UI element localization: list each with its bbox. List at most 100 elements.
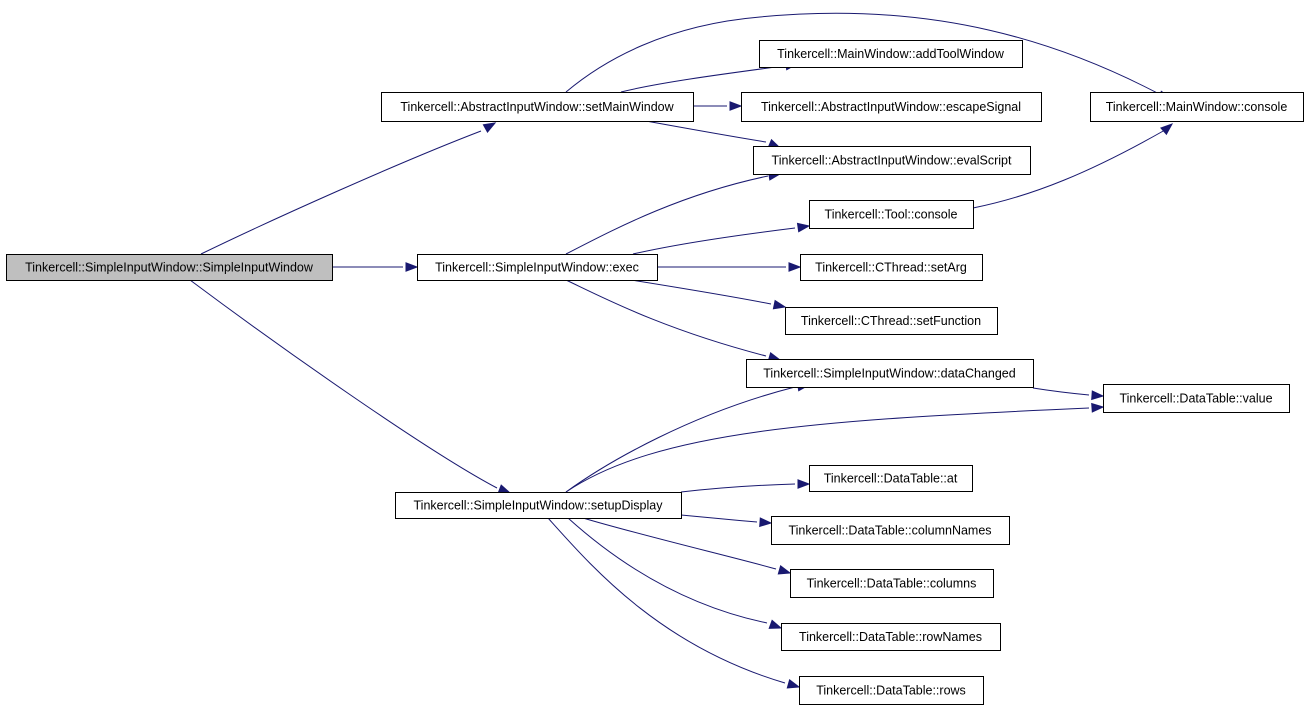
node-box [741,92,1042,122]
arrowhead [797,479,811,489]
node-label: Tinkercell::DataTable::value [1119,392,1272,406]
arrowhead [1160,123,1174,136]
node-box [785,307,998,335]
node-label: Tinkercell::MainWindow::console [1106,100,1288,114]
node-columnNames[interactable]: Tinkercell::DataTable::columnNames [771,516,1010,545]
edge-exec-to-setArg [657,262,802,272]
edge-line [565,12,1164,97]
arrowhead [729,101,743,111]
node-siw[interactable]: Tinkercell::SimpleInputWindow::SimpleInp… [6,254,333,281]
edge-setupDisplay-to-rowNames [567,517,783,629]
edge-line [680,514,758,523]
node-value[interactable]: Tinkercell::DataTable::value [1103,384,1290,413]
arrowhead [772,299,787,310]
node-columns[interactable]: Tinkercell::DataTable::columns [790,569,994,598]
node-at[interactable]: Tinkercell::DataTable::at [809,465,973,492]
edge-line [582,517,777,570]
edge-setupDisplay-to-rows [547,517,801,689]
edge-exec-to-toolConsole [632,222,811,255]
edge-setupDisplay-to-value [565,402,1105,493]
edge-toolConsole-to-mwConsole [972,123,1174,209]
edge-setupDisplay-to-columnNames [680,514,773,528]
node-label: Tinkercell::Tool::console [825,208,958,222]
node-addToolWindow[interactable]: Tinkercell::MainWindow::addToolWindow [759,40,1023,68]
edge-exec-to-setFunction [630,279,787,310]
nodes: Tinkercell::SimpleInputWindow::SimpleInp… [6,40,1304,705]
node-label: Tinkercell::CThread::setFunction [801,314,981,328]
node-box [753,146,1031,175]
node-box [746,359,1034,388]
node-box [6,254,333,281]
edge-setupDisplay-to-columns [582,517,792,575]
node-label: Tinkercell::AbstractInputWindow::evalScr… [772,154,1012,168]
node-label: Tinkercell::SimpleInputWindow::setupDisp… [414,499,664,513]
edge-line [547,517,786,684]
node-label: Tinkercell::CThread::setArg [815,261,967,275]
node-box [771,516,1010,545]
edge-line [1032,387,1090,396]
edge-line [565,279,767,357]
edge-setMainWindow-to-evalScript [645,120,782,149]
arrowhead [405,262,419,272]
node-label: Tinkercell::AbstractInputWindow::escapeS… [761,100,1021,114]
edge-setMainWindow-to-escapeSignal [693,101,743,111]
node-setArg[interactable]: Tinkercell::CThread::setArg [800,254,983,281]
node-box [1090,92,1304,122]
node-box [809,200,974,229]
edge-line [620,65,784,93]
node-box [1103,384,1290,413]
node-label: Tinkercell::DataTable::columnNames [788,524,991,538]
edge-line [565,175,769,255]
edge-setupDisplay-to-at [680,479,811,493]
node-setMainWindow[interactable]: Tinkercell::AbstractInputWindow::setMain… [381,92,694,122]
node-dataChanged[interactable]: Tinkercell::SimpleInputWindow::dataChang… [746,359,1034,388]
node-box [417,254,658,281]
edge-line [567,517,768,624]
edge-exec-to-evalScript [565,171,782,255]
edge-setupDisplay-to-dataChanged [565,381,811,493]
arrowhead [482,122,497,133]
node-escapeSignal[interactable]: Tinkercell::AbstractInputWindow::escapeS… [741,92,1042,122]
node-label: Tinkercell::SimpleInputWindow::dataChang… [763,367,1015,381]
node-box [781,623,1001,651]
node-label: Tinkercell::MainWindow::addToolWindow [777,47,1005,61]
node-box [809,465,973,492]
arrowhead [786,679,801,689]
node-label: Tinkercell::SimpleInputWindow::exec [435,261,639,275]
arrowhead [788,262,802,272]
node-rows[interactable]: Tinkercell::DataTable::rows [799,676,984,705]
node-label: Tinkercell::DataTable::rowNames [799,630,982,644]
edge-line [645,120,767,143]
node-label: Tinkercell::AbstractInputWindow::setMain… [400,100,674,114]
edge-exec-to-dataChanged [565,279,782,362]
node-label: Tinkercell::DataTable::rows [816,684,966,698]
node-evalScript[interactable]: Tinkercell::AbstractInputWindow::evalScr… [753,146,1031,175]
node-setupDisplay[interactable]: Tinkercell::SimpleInputWindow::setupDisp… [395,492,682,519]
node-label: Tinkercell::SimpleInputWindow::SimpleInp… [25,261,314,275]
edge-dataChanged-to-value [1032,387,1105,401]
edge-siw-to-exec [332,262,419,272]
edge-line [565,407,1090,493]
arrowhead [768,619,783,629]
node-box [800,254,983,281]
node-setFunction[interactable]: Tinkercell::CThread::setFunction [785,307,998,335]
edge-line [200,130,482,255]
arrowhead [796,222,811,233]
edge-line [565,386,796,493]
node-box [799,676,984,705]
edge-line [630,279,772,305]
node-rowNames[interactable]: Tinkercell::DataTable::rowNames [781,623,1001,651]
node-mwConsole[interactable]: Tinkercell::MainWindow::console [1090,92,1304,122]
node-box [759,40,1023,68]
node-label: Tinkercell::DataTable::at [824,472,958,486]
arrowhead [777,565,792,575]
node-exec[interactable]: Tinkercell::SimpleInputWindow::exec [417,254,658,281]
edge-siw-to-setupDisplay [189,279,512,494]
edge-siw-to-setMainWindow [200,122,497,255]
edge-line [680,483,796,493]
node-box [395,492,682,519]
node-toolConsole[interactable]: Tinkercell::Tool::console [809,200,974,229]
node-box [381,92,694,122]
edge-line [189,279,498,489]
edge-line [632,227,796,255]
